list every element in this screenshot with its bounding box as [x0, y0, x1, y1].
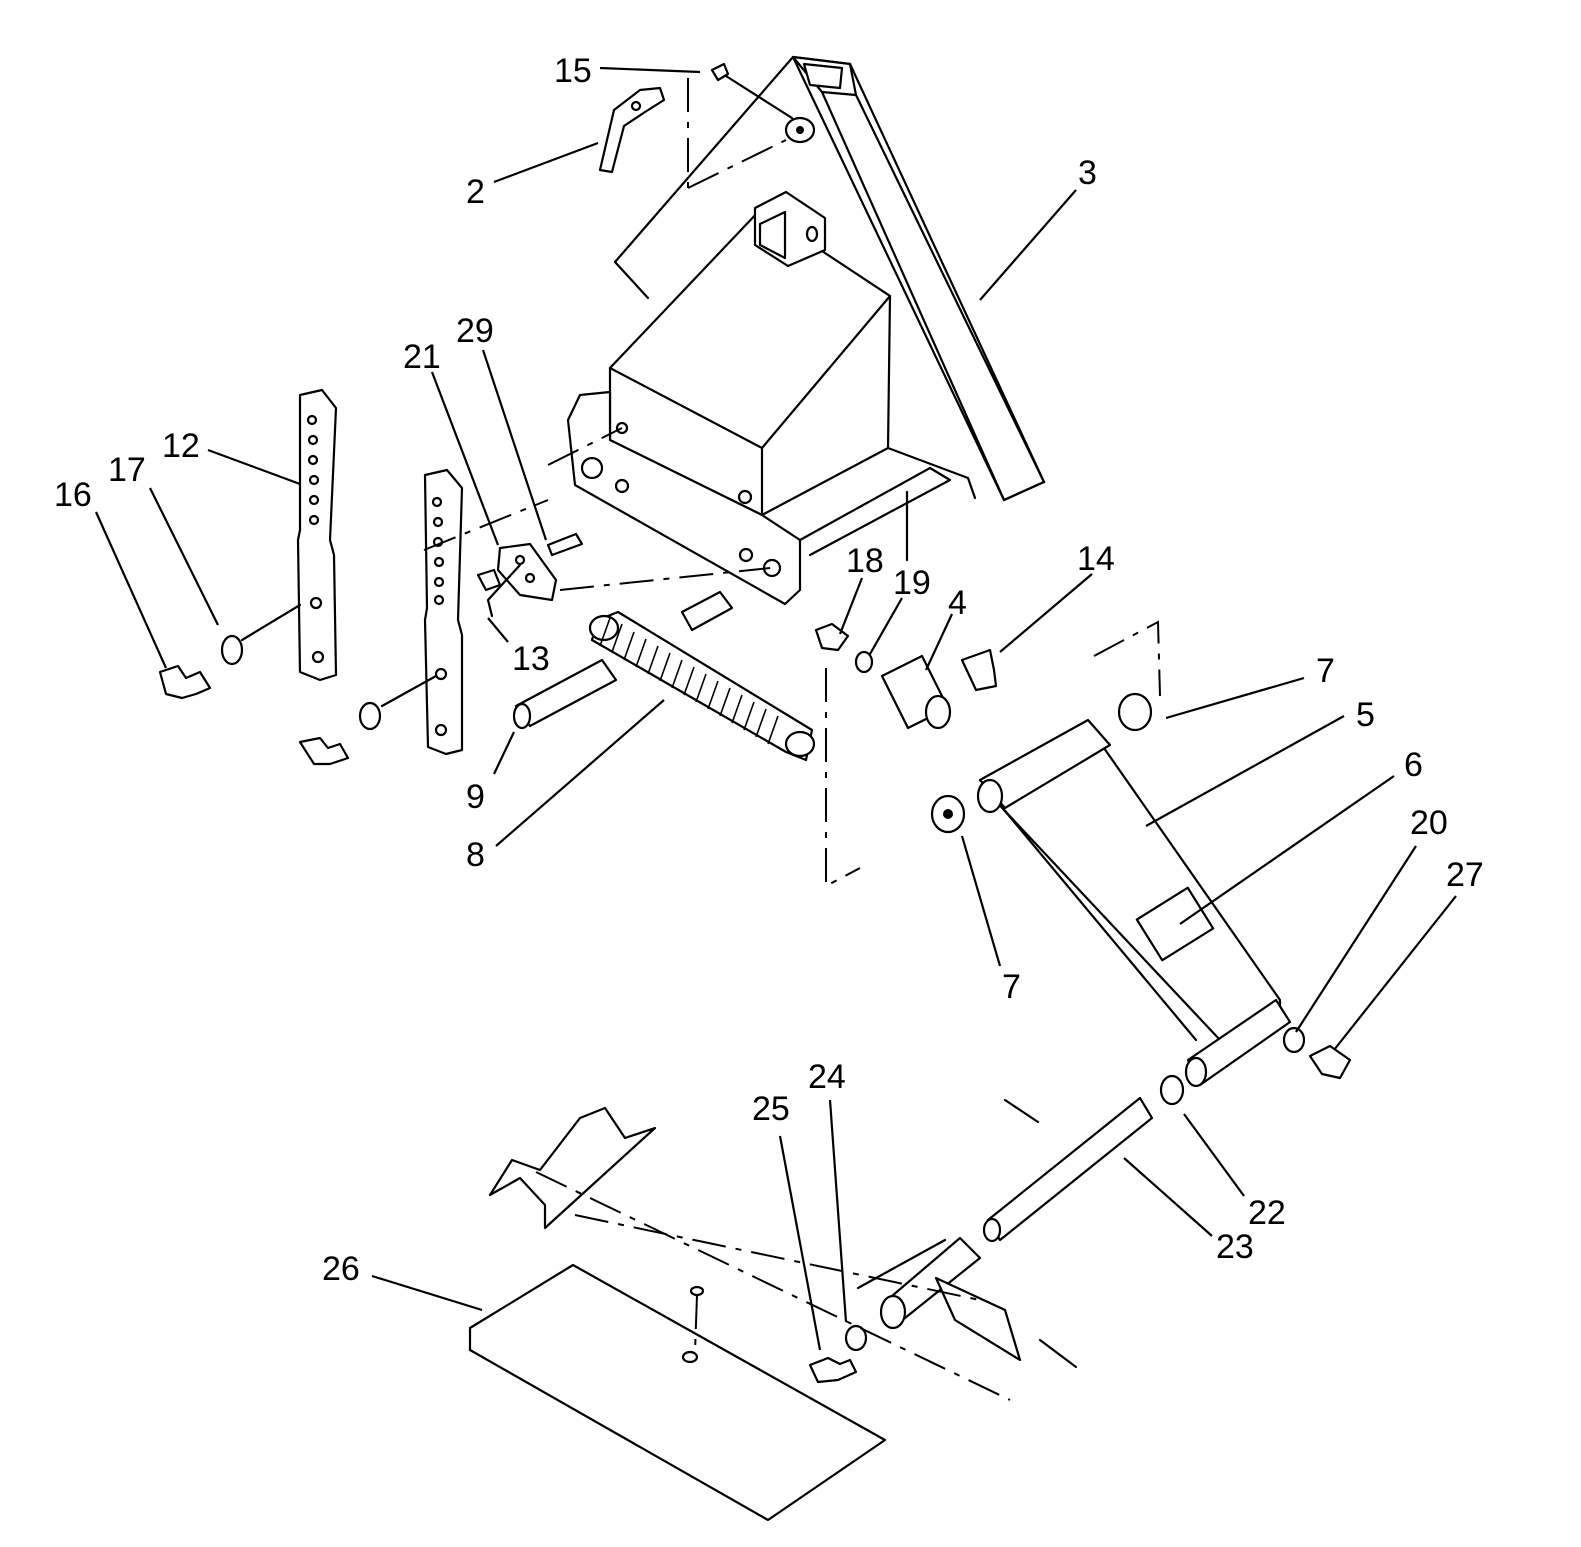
tube-part: [512, 590, 734, 730]
callout-22: 22: [1248, 1194, 1286, 1232]
callout-5: 5: [1356, 696, 1375, 734]
bracket-plate-part: [566, 390, 977, 606]
arm-part: [976, 718, 1292, 1088]
housing-box-part: [608, 190, 892, 517]
callout-23: 23: [1216, 1228, 1254, 1266]
bushing-part: [814, 622, 1153, 834]
callout-3: 3: [1078, 154, 1097, 192]
adjuster-plate-rear: [296, 388, 338, 682]
callout-29: 29: [456, 312, 494, 350]
callout-27: 27: [1446, 856, 1484, 894]
adjuster-plate-front: [423, 468, 464, 756]
callout-4: 4: [948, 584, 967, 622]
callout-20: 20: [1410, 804, 1448, 842]
callout-16: 16: [54, 476, 92, 514]
bolt-part: [808, 1324, 868, 1384]
callout-12: 12: [162, 427, 200, 465]
callout-25: 25: [752, 1090, 790, 1128]
callout-2: 2: [466, 173, 485, 211]
center-lines: [423, 78, 1161, 1401]
lower-bracket-part: [488, 1106, 1078, 1369]
frame-tower-part: [613, 55, 1046, 502]
bolt-part: [158, 603, 438, 766]
callout-13: 13: [512, 640, 550, 678]
callout-15: 15: [554, 52, 592, 90]
callout-18: 18: [846, 542, 884, 580]
lock-pin-part: [710, 62, 816, 144]
callout-6: 6: [1404, 746, 1423, 784]
callout-labels: 15 2 3 29 21 12 17 16 13 9 8 18 19 4 14 …: [54, 52, 1484, 1288]
guard-plate-part: [468, 1263, 887, 1522]
callout-9: 9: [466, 778, 485, 816]
handle-part: [598, 86, 666, 174]
callout-19: 19: [893, 564, 931, 602]
lower-shaft-part: [982, 1026, 1352, 1243]
callout-7-lower: 7: [1002, 968, 1021, 1006]
callout-21: 21: [403, 338, 441, 376]
spring-part: [588, 610, 816, 762]
callout-26: 26: [322, 1250, 360, 1288]
callout-7-upper: 7: [1316, 652, 1335, 690]
callout-24: 24: [808, 1058, 846, 1096]
callout-14: 14: [1077, 540, 1115, 578]
callout-8: 8: [466, 836, 485, 874]
leader-lines: [94, 66, 1457, 1351]
latch-part: [476, 532, 584, 618]
callout-17: 17: [108, 451, 146, 489]
